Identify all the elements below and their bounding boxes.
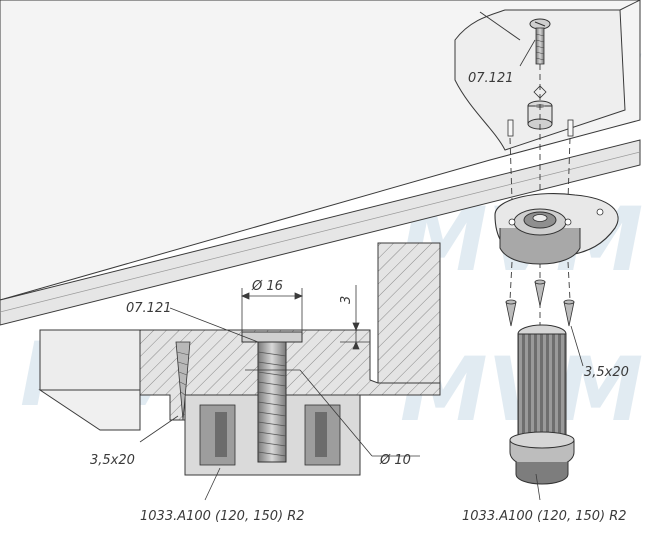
label-diameter-10: Ø 10 bbox=[379, 453, 411, 468]
dimensions bbox=[240, 285, 420, 457]
label-depth-3: 3 bbox=[339, 296, 354, 304]
top-screw-07121 bbox=[529, 18, 551, 65]
panel-front-edge bbox=[0, 139, 641, 326]
label-screw-section: 07.121 bbox=[126, 301, 172, 316]
label-wood-screw-left: 3,5x20 bbox=[90, 453, 135, 468]
mounting-base bbox=[494, 192, 619, 265]
label-part-right: 1033.A100 (120, 150) R2 bbox=[462, 509, 627, 524]
label-part-left: 1033.A100 (120, 150) R2 bbox=[140, 509, 305, 524]
label-diameter-16: Ø 16 bbox=[251, 279, 283, 294]
section-view bbox=[38, 242, 441, 476]
label-screw-top: 07.121 bbox=[468, 71, 514, 86]
leader-lines bbox=[139, 39, 584, 501]
pilot-holes bbox=[507, 119, 574, 137]
right-wood-screws bbox=[505, 279, 575, 327]
label-wood-screw-right: 3,5x20 bbox=[584, 365, 629, 380]
adjustable-foot bbox=[509, 324, 575, 485]
